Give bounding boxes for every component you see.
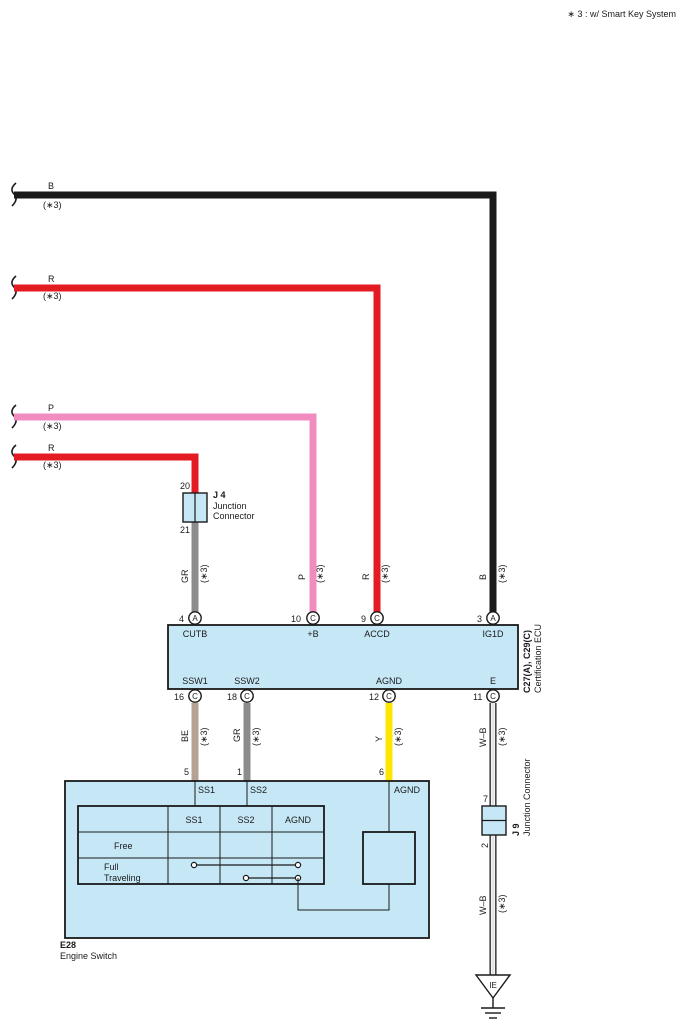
ecu-name: Certification ECU bbox=[533, 624, 543, 693]
table-row-free: Free bbox=[114, 841, 133, 851]
engine-switch-code: E28 bbox=[60, 940, 76, 950]
ecu-pin-num-agnd: 12 bbox=[369, 692, 379, 702]
wire-label-p: P bbox=[48, 403, 54, 413]
junction-connector-j9: 7 2 J 9 Junction Connector bbox=[480, 758, 532, 848]
wire-label-wb-upper: W–B bbox=[478, 727, 488, 747]
wire-tag-gr-sw: (∗3) bbox=[251, 727, 261, 746]
junction-connector-j4: 20 21 J 4 Junction Connector bbox=[180, 481, 255, 535]
ecu-pin-label-ig1d: IG1D bbox=[482, 629, 504, 639]
wire-label-gr-ecu: GR bbox=[180, 569, 190, 583]
switch-label-agnd: AGND bbox=[394, 785, 421, 795]
ecu-pin-num-ssw2: 18 bbox=[227, 692, 237, 702]
ecu-pin-label-e: E bbox=[490, 676, 496, 686]
wire-tag-be-sw: (∗3) bbox=[199, 727, 209, 746]
wire-tag-r-top: (∗3) bbox=[43, 291, 62, 301]
switch-pin-num-ss1: 5 bbox=[184, 767, 189, 777]
wire-tag-y-sw: (∗3) bbox=[393, 727, 403, 746]
wire-tag-r-mid: (∗3) bbox=[43, 460, 62, 470]
ecu-pin-label-plusb: +B bbox=[307, 629, 318, 639]
switch-pin-num-ss2: 1 bbox=[237, 767, 242, 777]
table-header-agnd: AGND bbox=[285, 815, 312, 825]
wire-tag-p-ecu: (∗3) bbox=[315, 564, 325, 583]
wire-label-be-sw: BE bbox=[180, 730, 190, 742]
table-row-traveling: Traveling bbox=[104, 873, 141, 883]
ecu-pin-num-accd: 9 bbox=[361, 614, 366, 624]
ecu-pin-label-agnd: AGND bbox=[376, 676, 403, 686]
table-row-full: Full bbox=[104, 862, 119, 872]
wire-p-plusb bbox=[14, 413, 317, 614]
j9-name: Junction Connector bbox=[522, 758, 532, 836]
ecu-pin-conn-ssw1: C bbox=[192, 692, 198, 701]
wire-tag-wb-lower: (∗3) bbox=[497, 894, 507, 913]
ecu-pin-conn-agnd: C bbox=[386, 692, 392, 701]
j4-code: J 4 bbox=[213, 490, 226, 500]
wire-label-p-ecu: P bbox=[297, 574, 307, 580]
wire-tag-p: (∗3) bbox=[43, 421, 62, 431]
wire-label-b: B bbox=[48, 181, 54, 191]
j9-pin-in: 7 bbox=[483, 794, 488, 804]
ground-label: IE bbox=[489, 981, 497, 990]
ecu-pin-label-cutb: CUTB bbox=[183, 629, 208, 639]
ecu-pin-conn-ig1d: A bbox=[490, 614, 496, 623]
ecu-pin-num-e: 11 bbox=[473, 692, 482, 702]
j9-pin-out: 2 bbox=[480, 843, 490, 848]
wire-tag-gr-ecu: (∗3) bbox=[199, 564, 209, 583]
ground-point-ie: IE bbox=[474, 974, 512, 1019]
ecu-body bbox=[167, 624, 519, 690]
wire-tag-wb-upper: (∗3) bbox=[497, 727, 507, 746]
j9-code: J 9 bbox=[511, 823, 521, 836]
wire-label-wb-lower: W–B bbox=[478, 895, 488, 915]
ecu-pin-conn-accd: C bbox=[374, 614, 380, 623]
wire-tag-r-ecu: (∗3) bbox=[380, 564, 390, 583]
ground-icon bbox=[481, 998, 505, 1019]
wire-label-r-ecu: R bbox=[361, 573, 371, 580]
engine-switch-name: Engine Switch bbox=[60, 951, 117, 961]
ecu-pin-conn-e: C bbox=[490, 692, 496, 701]
ecu-code: C27(A), C29(C) bbox=[522, 630, 532, 693]
wire-label-gr-sw: GR bbox=[232, 728, 242, 742]
wire-break-symbols bbox=[11, 182, 17, 469]
j4-pin-out: 21 bbox=[180, 525, 190, 535]
wire-r-j4 bbox=[14, 453, 199, 493]
j4-pin-in: 20 bbox=[180, 481, 190, 491]
switch-position-table bbox=[77, 805, 325, 885]
footnote-smart-key: ∗ 3 : w/ Smart Key System bbox=[567, 9, 676, 19]
ecu-pin-label-ssw2: SSW2 bbox=[234, 676, 260, 686]
ecu-pin-label-ssw1: SSW1 bbox=[182, 676, 208, 686]
ecu-pin-num-ig1d: 3 bbox=[477, 614, 482, 624]
switch-label-ss1: SS1 bbox=[198, 785, 215, 795]
switch-label-ss2: SS2 bbox=[250, 785, 267, 795]
wire-tag-b-ecu: (∗3) bbox=[497, 564, 507, 583]
wire-label-r-mid: R bbox=[48, 443, 55, 453]
wire-label-b-ecu: B bbox=[478, 574, 488, 580]
ecu-pin-num-ssw1: 16 bbox=[174, 692, 184, 702]
ecu-pin-label-accd: ACCD bbox=[364, 629, 390, 639]
ecu-pin-conn-plusb: C bbox=[310, 614, 316, 623]
ground-triangle bbox=[474, 974, 512, 1000]
table-header-ss2: SS2 bbox=[237, 815, 254, 825]
ecu-pin-num-cutb: 4 bbox=[179, 614, 184, 624]
engine-switch-body bbox=[64, 780, 430, 939]
wire-tag-b: (∗3) bbox=[43, 200, 62, 210]
j4-name-1: Junction bbox=[213, 501, 247, 511]
ecu-pin-conn-ssw2: C bbox=[244, 692, 250, 701]
wire-label-y-sw: Y bbox=[374, 736, 384, 742]
j4-name-2: Connector bbox=[213, 511, 255, 521]
wire-b-ig1d bbox=[14, 191, 497, 614]
ecu-pin-conn-cutb: A bbox=[192, 614, 198, 623]
wire-label-r-top: R bbox=[48, 274, 55, 284]
certification-ecu: 4 A CUTB 10 C +B 9 C ACCD 3 A IG1D SSW1 … bbox=[167, 611, 543, 703]
table-header-ss1: SS1 bbox=[185, 815, 202, 825]
ecu-pin-num-plusb: 10 bbox=[291, 614, 301, 624]
switch-pin-num-agnd: 6 bbox=[379, 767, 384, 777]
agnd-link bbox=[297, 878, 390, 911]
wire-r-accd bbox=[14, 284, 381, 614]
engine-switch-e28: 5 1 6 SS1 SS2 AGND SS1 SS2 AGND Free Ful… bbox=[60, 767, 430, 961]
